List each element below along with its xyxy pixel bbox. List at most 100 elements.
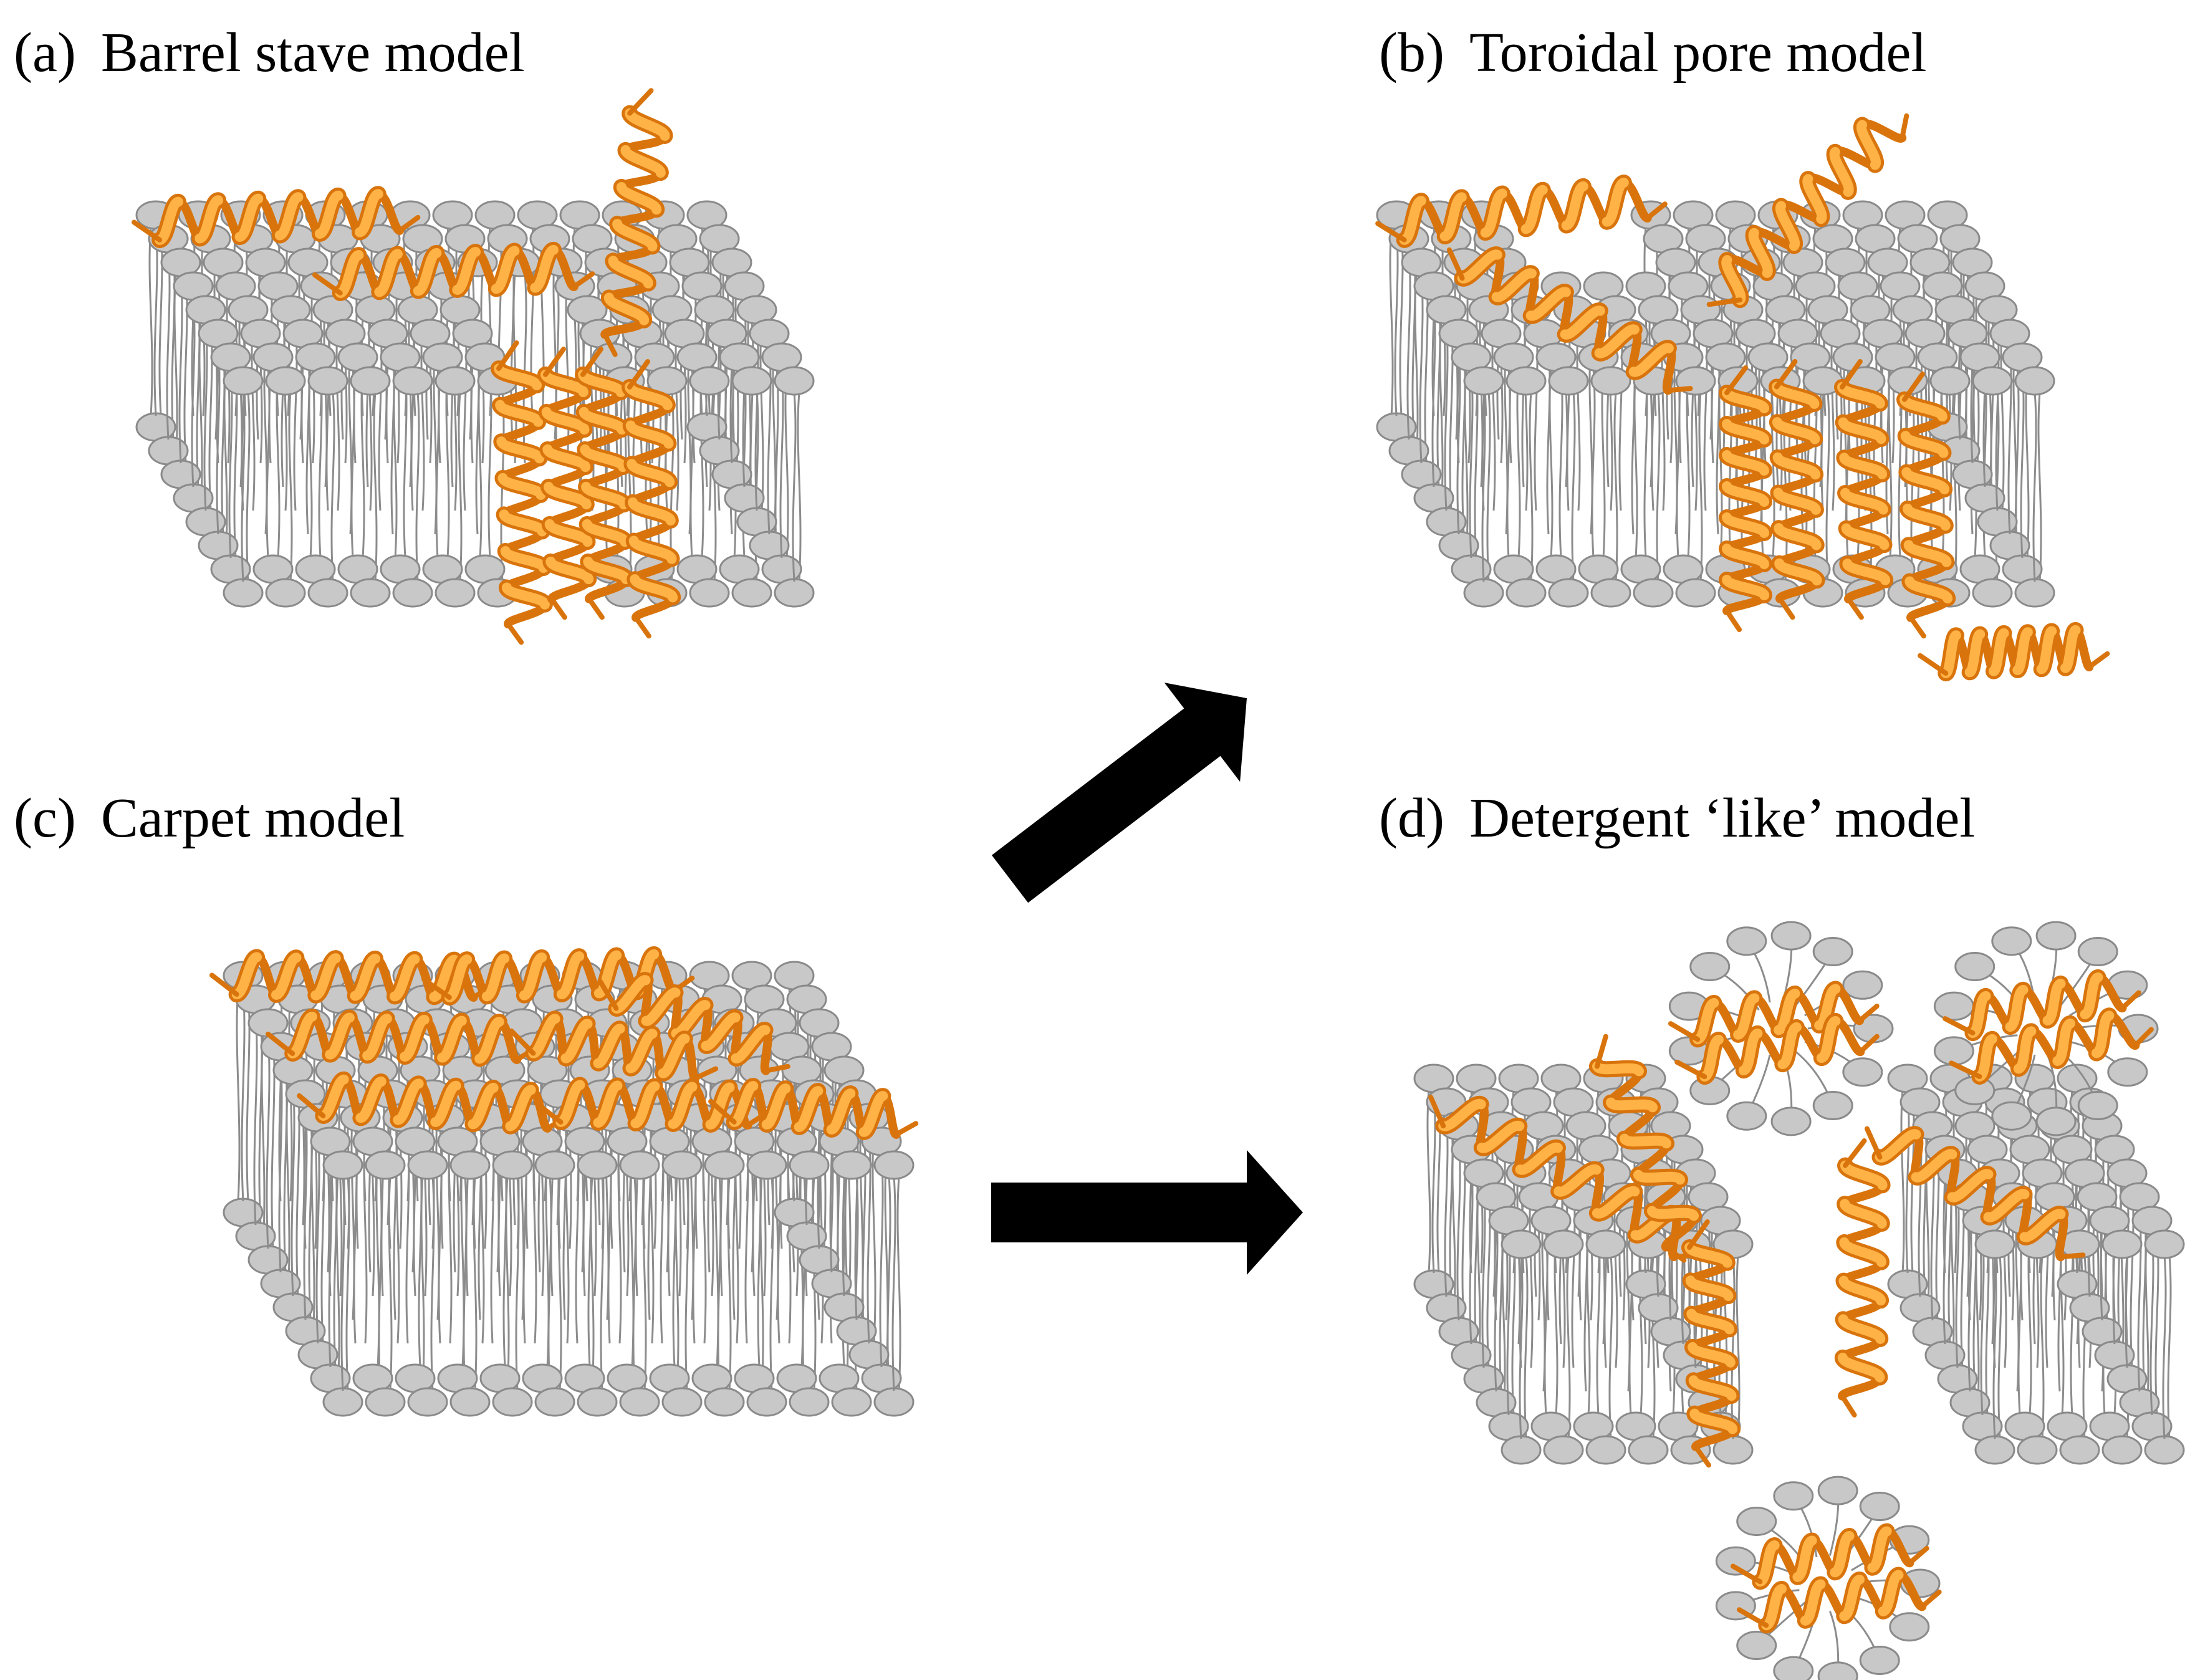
lipid-tail — [1830, 320, 1835, 511]
lipid-head-icon — [1812, 1090, 1853, 1120]
lipid-tail — [2142, 1207, 2147, 1392]
lipid-tail — [241, 391, 246, 582]
lipid-head-icon — [1590, 366, 1631, 396]
arrow-c-to-b — [991, 683, 1247, 903]
lipid-head-icon — [689, 578, 730, 608]
helix-back — [354, 245, 579, 297]
helix-back — [1686, 1258, 1737, 1451]
lipid-tail — [266, 1034, 271, 1249]
helix-terminus — [1949, 1060, 1982, 1079]
lipid-head-icon — [831, 1150, 872, 1180]
helix-front — [540, 369, 594, 585]
lipid-head-icon — [1726, 926, 1767, 956]
helix-terminus — [1777, 596, 1795, 620]
lipid-head-icon — [1633, 578, 1674, 608]
lipid-tail — [158, 226, 163, 416]
helix-front — [729, 1081, 888, 1137]
panel-title-a: Barrel stave model — [100, 22, 525, 84]
lipid-tail — [236, 986, 241, 1202]
lipid-tail — [2037, 391, 2042, 582]
lipid-tail — [291, 1081, 295, 1297]
helix-front — [1592, 1061, 1699, 1221]
panel-label-a: (a)Barrel stave model — [14, 25, 525, 81]
helix-front — [1875, 1129, 2066, 1242]
lipid-tail — [797, 391, 802, 582]
lipid-tail — [1706, 1207, 1711, 1392]
lipid-tail — [330, 391, 335, 582]
lipid-tail — [475, 344, 480, 535]
lipid-tail — [1461, 1136, 1466, 1321]
lipid-tail — [587, 1152, 592, 1368]
helix-b-diag — [1446, 246, 1693, 395]
lipid-tail — [1990, 320, 1995, 511]
lipid-tail — [1843, 344, 1848, 535]
lipid-head-icon — [661, 1387, 703, 1417]
lipid-tail — [1591, 368, 1596, 559]
lipid-tail — [315, 1128, 320, 1344]
lipid-tail — [2149, 1231, 2154, 1416]
lipid-tail — [817, 1034, 822, 1249]
lipid-tail — [278, 1057, 283, 1273]
helix-terminus — [2133, 1027, 2154, 1048]
helix-front — [1438, 1098, 1678, 1241]
lipid-tail — [1431, 1089, 1436, 1274]
lipid-tail — [879, 1152, 884, 1368]
lipid-tail — [1900, 1089, 1905, 1274]
helix-front — [611, 975, 771, 1063]
lipid-tail — [1449, 1113, 1454, 1297]
helix-b-pore-2 — [1769, 359, 1825, 620]
lipid-head-icon — [1675, 578, 1716, 608]
helix-b-free — [1918, 622, 2110, 681]
lipid-head-icon — [1974, 1435, 2015, 1465]
lipid-tail — [340, 1176, 345, 1391]
panel-letter-b: (b) — [1379, 22, 1444, 84]
membrane-d-right — [1887, 1063, 2185, 1465]
lipid-tail — [1529, 1184, 1534, 1368]
helix-terminus — [587, 596, 605, 620]
lipid-tail — [1583, 1207, 1588, 1392]
lipid-head-icon — [704, 1150, 745, 1180]
helix-b-pore-3 — [1834, 359, 1894, 620]
helix-d-m1-a — [1668, 981, 1880, 1048]
helix-back — [1838, 1181, 1887, 1401]
lipid-head-icon — [1590, 578, 1631, 608]
helix-back — [1951, 625, 2094, 677]
lipid-tail — [2000, 320, 2005, 511]
lipid-tail — [1456, 1136, 1461, 1321]
helix-front — [335, 244, 559, 298]
lipid-head-icon — [1887, 366, 1928, 396]
lipid-tail — [1444, 1113, 1449, 1297]
lipid-head-icon — [392, 578, 433, 608]
helix-terminus — [1665, 386, 1693, 393]
lipid-tail — [246, 391, 251, 582]
lipid-tail — [1608, 1255, 1613, 1439]
lipid-tail — [1486, 1184, 1491, 1368]
lipid-head-icon — [619, 1387, 660, 1417]
helix-terminus — [297, 1093, 326, 1118]
helix-terminus — [266, 1031, 295, 1056]
helix-front — [528, 1014, 690, 1078]
lipid-tail — [672, 1152, 677, 1368]
helix-back — [307, 1012, 522, 1064]
helix-back — [1722, 404, 1769, 615]
helix-terminus — [1693, 1444, 1711, 1468]
lipid-tail — [378, 320, 383, 511]
lipid-head-icon — [1972, 578, 2013, 608]
lipid-head-icon — [1736, 1507, 1777, 1537]
lipid-head-icon — [1726, 1101, 1767, 1131]
lipid-tail — [1613, 391, 1618, 582]
lipid-head-icon — [350, 366, 391, 396]
helix-b-up — [1706, 113, 1909, 309]
lipid-tail — [565, 273, 570, 464]
helix-front — [1699, 1015, 1841, 1082]
helix-d-m2-a — [1943, 969, 2141, 1042]
lipid-tail — [263, 344, 268, 535]
helix-terminus — [1840, 359, 1863, 390]
helix-terminus — [509, 1028, 536, 1056]
lipid-tail — [1960, 1184, 1965, 1368]
lipid-head-icon — [731, 578, 772, 608]
helix-c-4 — [266, 1008, 539, 1067]
lipid-head-icon — [2101, 1229, 2143, 1259]
helix-terminus — [1724, 365, 1748, 395]
helix-front — [1693, 984, 1841, 1045]
